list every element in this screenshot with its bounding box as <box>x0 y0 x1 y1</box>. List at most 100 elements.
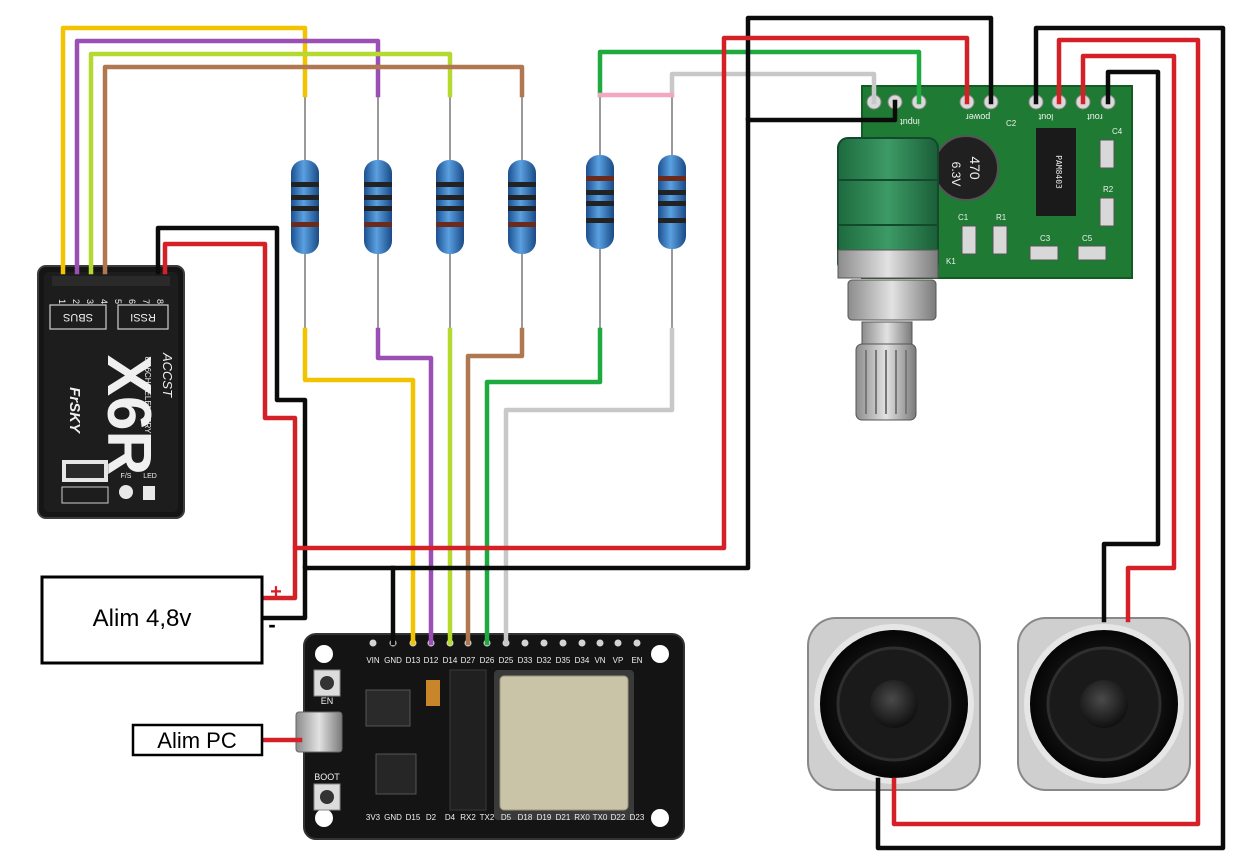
wire-ch1-yellow <box>60 25 308 275</box>
svg-text:K1: K1 <box>946 257 956 266</box>
svg-text:VN: VN <box>594 656 605 665</box>
wire-amp-input-green <box>597 49 922 105</box>
svg-text:D15: D15 <box>406 813 421 822</box>
battery-label-box: Alim 4,8v + - <box>40 575 282 665</box>
esp32-bottom-pin-labels: 3V3 GND D15 D2 D4 RX2 TX2 D5 D18 D19 D21… <box>366 813 645 822</box>
svg-text:D34: D34 <box>575 656 590 665</box>
svg-text:C4: C4 <box>1112 127 1123 136</box>
resistor-2 <box>364 95 392 330</box>
rssi-label: RSSI <box>130 311 156 323</box>
wires <box>60 15 1226 851</box>
wire-battery-plus-red <box>259 545 298 601</box>
svg-text:C1: C1 <box>958 213 969 222</box>
svg-text:R2: R2 <box>1103 185 1114 194</box>
svg-text:D2: D2 <box>426 813 437 822</box>
svg-text:7: 7 <box>141 299 151 304</box>
svg-text:D23: D23 <box>630 813 645 822</box>
amp-power-label: power <box>966 112 991 122</box>
wire-amp-input-gnd-black <box>745 15 994 123</box>
svg-text:470: 470 <box>967 156 983 180</box>
svg-text:GND: GND <box>384 656 402 665</box>
svg-text:TX2: TX2 <box>480 813 495 822</box>
plus-sign: + <box>270 581 282 603</box>
svg-text:C2: C2 <box>1006 119 1017 128</box>
speaker-right <box>1017 617 1191 791</box>
en-button-label: EN <box>321 696 334 706</box>
resistors <box>291 95 686 330</box>
svg-text:3V3: 3V3 <box>366 813 381 822</box>
boot-button-label: BOOT <box>314 772 340 782</box>
wire-ch2-purple <box>74 38 381 275</box>
svg-text:8: 8 <box>155 299 165 304</box>
esp32-top-pin-labels: VIN GND D13 D12 D14 D27 D26 D25 D33 D32 … <box>366 656 642 665</box>
pc-supply-label: Alim PC <box>157 728 237 753</box>
svg-text:LED: LED <box>143 473 157 480</box>
svg-text:D13: D13 <box>406 656 421 665</box>
wire-d25-grey <box>503 327 675 646</box>
amp-lout-label: lout <box>1038 112 1053 122</box>
speaker-left <box>807 617 981 791</box>
wire-ch4-brown <box>102 64 525 275</box>
resistor-5 <box>586 95 614 330</box>
svg-text:D12: D12 <box>424 656 439 665</box>
svg-text:RX0: RX0 <box>574 813 590 822</box>
svg-text:EN: EN <box>631 656 642 665</box>
pam8403-chip <box>1036 128 1076 216</box>
receiver-channel-pins <box>52 276 170 286</box>
svg-text:D25: D25 <box>499 656 514 665</box>
electrolytic-capacitor: 470 6.3V <box>933 135 999 201</box>
svg-text:2: 2 <box>71 299 81 304</box>
svg-text:PAM8403: PAM8403 <box>1054 155 1063 189</box>
wire-d12-purple <box>375 327 434 646</box>
svg-text:3: 3 <box>85 299 95 304</box>
amp-rout-label: rout <box>1087 112 1103 122</box>
wire-lout-red <box>891 37 1201 827</box>
receiver-brand: FrSKY <box>66 387 83 435</box>
wire-receiver-gnd-black <box>155 117 751 571</box>
resistor-6 <box>658 95 686 330</box>
svg-text:D5: D5 <box>501 813 512 822</box>
svg-text:C3: C3 <box>1040 234 1051 243</box>
receiver-model: X6R <box>94 355 163 476</box>
usb-port <box>295 711 343 753</box>
wire-rout-red <box>1080 53 1177 623</box>
svg-text:TX0: TX0 <box>593 813 608 822</box>
svg-text:D32: D32 <box>537 656 552 665</box>
svg-text:6: 6 <box>127 299 137 304</box>
svg-text:6.3V: 6.3V <box>949 162 963 187</box>
svg-text:R1: R1 <box>996 213 1007 222</box>
receiver-led <box>143 486 155 500</box>
esp32-devkit-board: EN BOOT VIN GND D13 D12 D14 D27 D26 D25 … <box>295 633 685 840</box>
wire-d27-brown <box>465 327 525 646</box>
receiver-fs-button <box>119 485 133 499</box>
svg-text:C5: C5 <box>1082 234 1093 243</box>
receiver-accst: ACCST <box>160 352 175 398</box>
wire-d13-yellow <box>302 327 416 646</box>
wire-battery-minus-black <box>259 565 308 621</box>
frsky-x6r-receiver: 1 2 3 4 5 6 7 8 SBUS RSSI X6R FrSKY 8/16… <box>37 265 185 519</box>
receiver-subtitle: 8/16CH TELEMETRY <box>143 356 152 434</box>
amp-input-label: input <box>900 117 920 127</box>
svg-text:1: 1 <box>57 299 67 304</box>
wire-lout-black <box>875 25 1226 851</box>
svg-text:D4: D4 <box>445 813 456 822</box>
svg-text:VIN: VIN <box>366 656 380 665</box>
svg-text:RX2: RX2 <box>460 813 476 822</box>
wire-d26-green <box>484 327 603 646</box>
svg-text:5: 5 <box>113 299 123 304</box>
svg-text:4: 4 <box>99 299 109 304</box>
battery-label: Alim 4,8v <box>93 605 192 632</box>
pc-supply-label-box: Alim PC <box>131 723 264 757</box>
receiver-pin-numbers: 1 2 3 4 5 6 7 8 <box>57 299 165 304</box>
svg-text:D21: D21 <box>556 813 571 822</box>
svg-text:D33: D33 <box>518 656 533 665</box>
svg-text:GND: GND <box>384 813 402 822</box>
svg-text:D27: D27 <box>461 656 476 665</box>
svg-text:D26: D26 <box>480 656 495 665</box>
svg-text:D19: D19 <box>537 813 552 822</box>
resistor-3 <box>436 95 464 330</box>
wire-receiver-vcc-red <box>162 35 970 551</box>
svg-text:VP: VP <box>613 656 624 665</box>
minus-sign: - <box>268 612 275 637</box>
